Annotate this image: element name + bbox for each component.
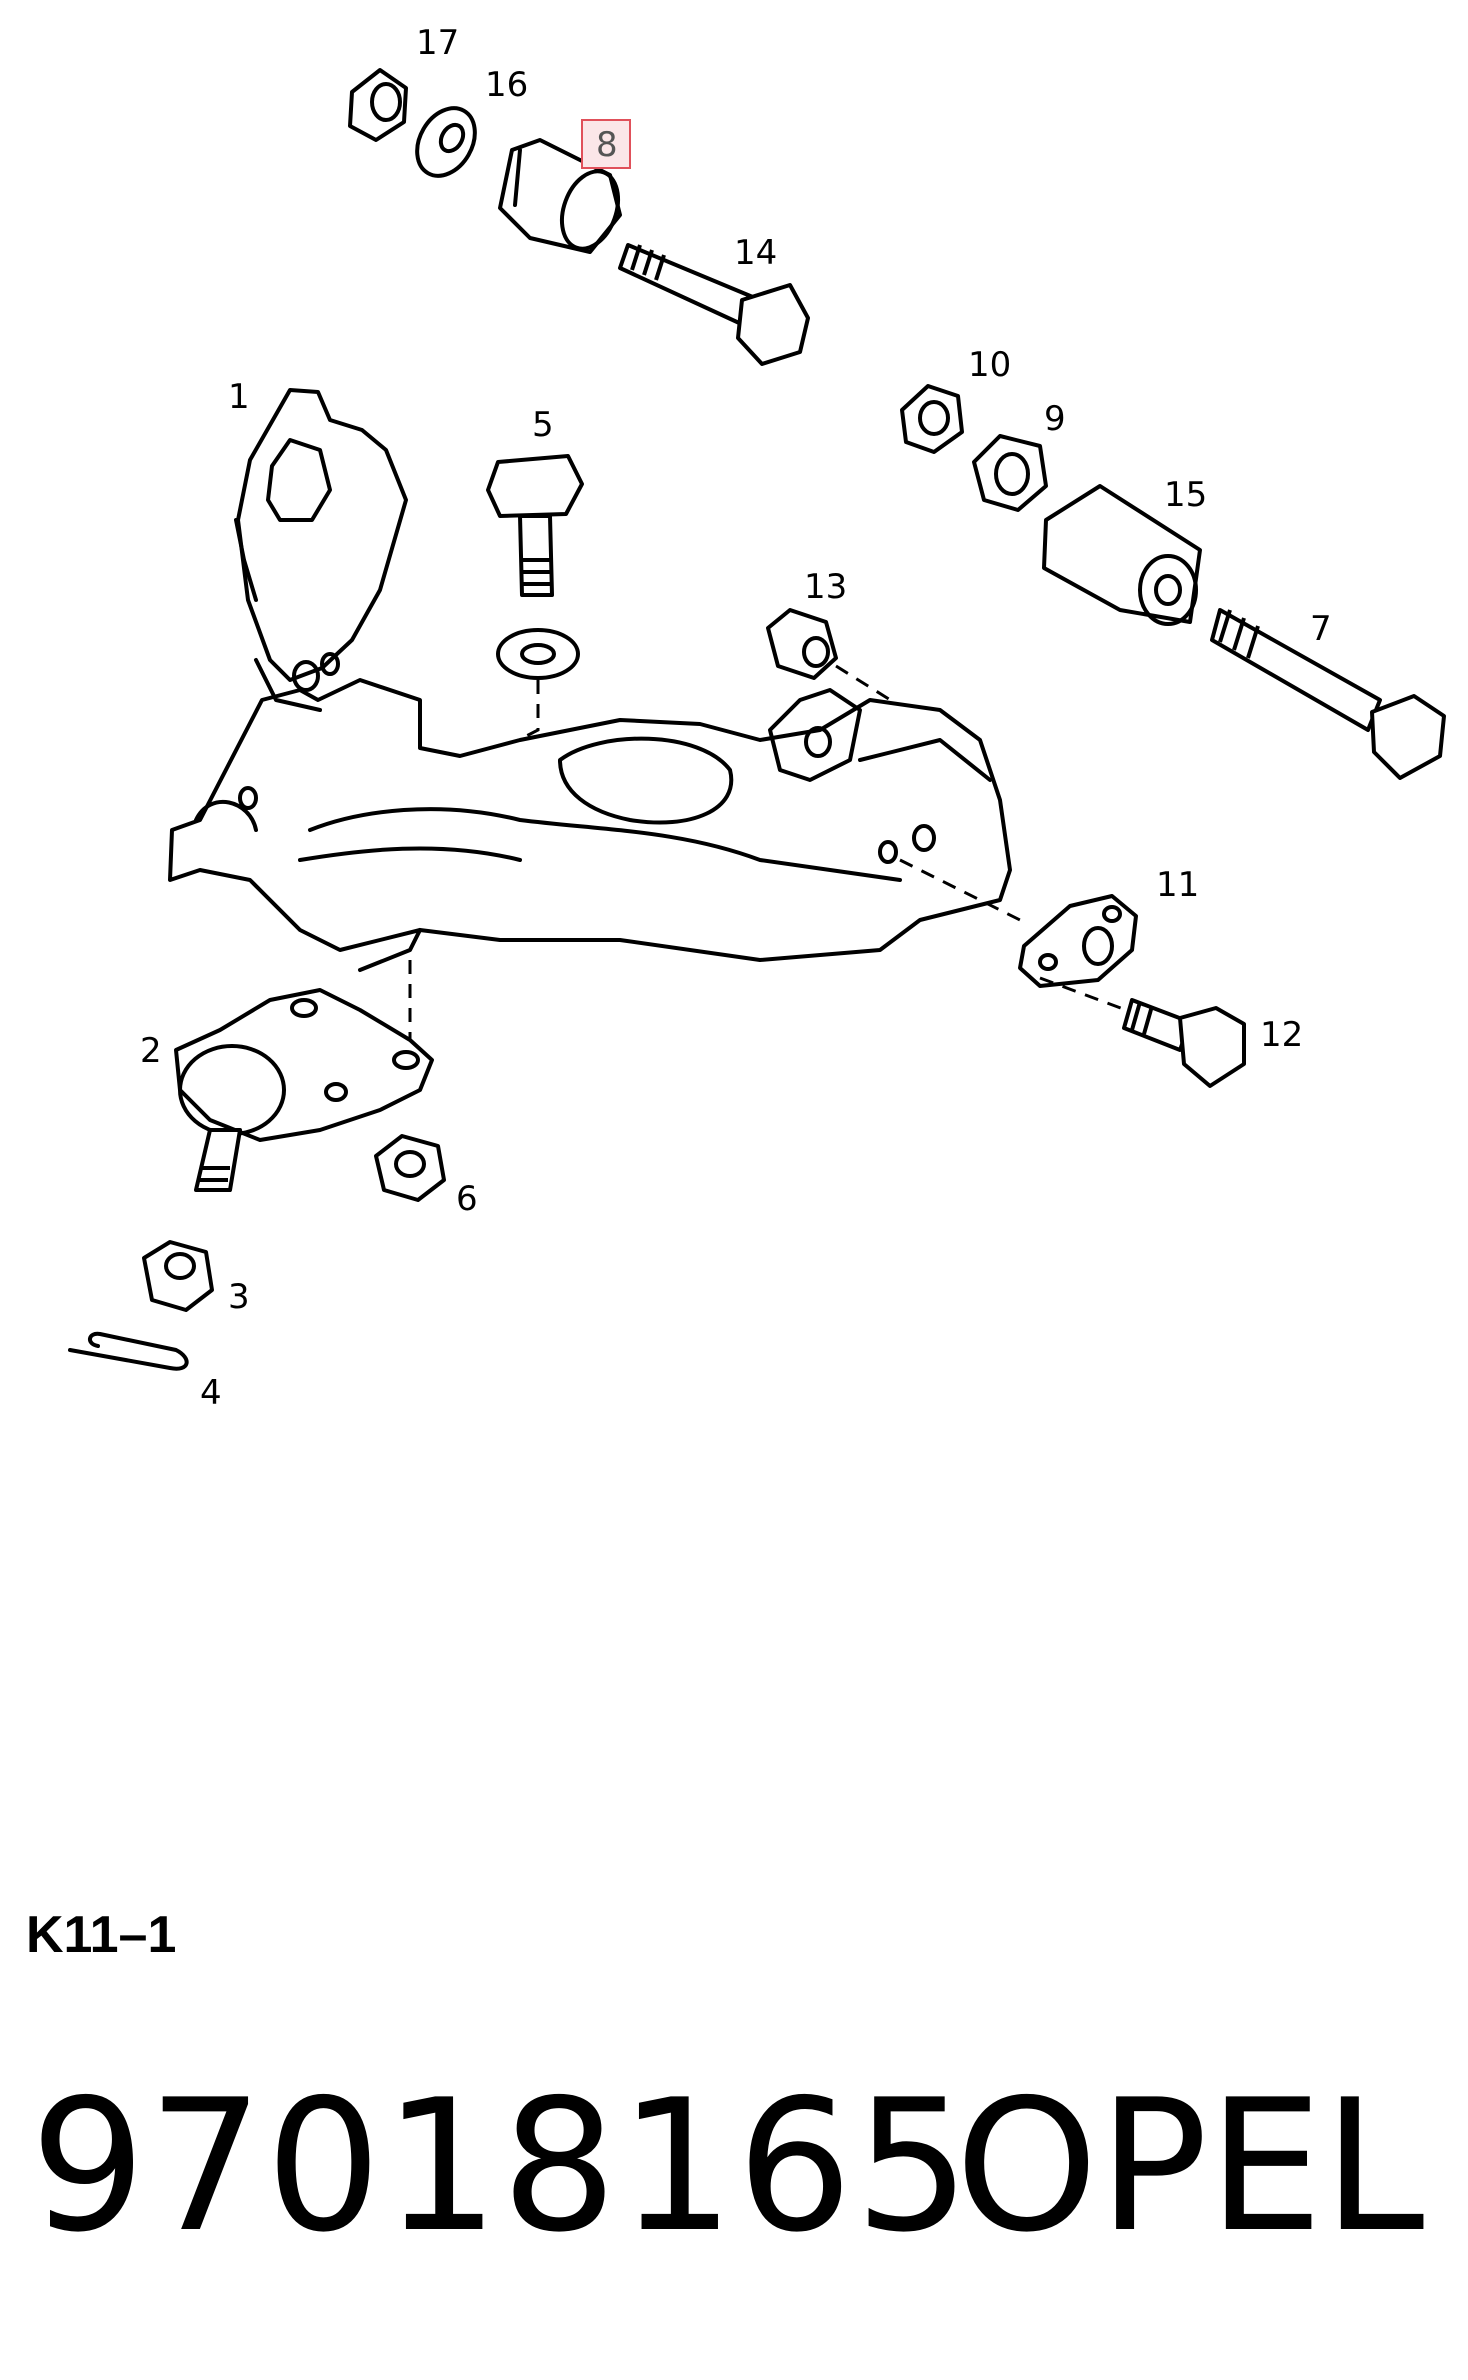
callout-6: 6: [456, 1179, 478, 1219]
nut-13: [766, 608, 838, 680]
callout-4: 4: [200, 1373, 222, 1413]
washer-5: [496, 628, 580, 680]
washer-16: [415, 106, 477, 178]
callout-11: 11: [1156, 865, 1199, 905]
nut-9: [972, 434, 1048, 512]
bolt-12: [1122, 998, 1246, 1088]
callout-10: 10: [968, 345, 1011, 385]
exploded-parts-diagram: 17 16 8 14 10 9 15 7 1 5 13 11 12 2 6 3 …: [68, 23, 1446, 1413]
callout-17: 17: [416, 23, 459, 63]
nut-6: [374, 1134, 446, 1202]
nut-10: [900, 384, 964, 454]
callout-13: 13: [804, 567, 847, 607]
bolt-5: [486, 454, 584, 597]
brand-name: OPEL: [955, 2060, 1425, 2272]
control-arm-1: [168, 388, 1012, 972]
callout-8: 8: [596, 125, 618, 165]
callout-3: 3: [228, 1277, 250, 1317]
nut-17: [348, 68, 408, 142]
bushing-15: [1042, 484, 1202, 626]
cotter-pin-4: [68, 1331, 189, 1371]
diagram-code: K11–1: [26, 1906, 177, 1964]
castle-nut-3: [142, 1240, 214, 1312]
bolt-7: [1210, 608, 1446, 780]
callout-1: 1: [228, 377, 250, 417]
callout-5: 5: [532, 405, 554, 445]
callout-15: 15: [1164, 475, 1207, 515]
callout-9: 9: [1044, 399, 1066, 439]
ball-joint-2: [174, 988, 434, 1192]
bolt-14: [618, 243, 810, 366]
part-number: 97018165: [30, 2060, 973, 2272]
callout-14: 14: [734, 233, 777, 273]
callout-12: 12: [1260, 1015, 1303, 1055]
bracket-11: [1018, 894, 1138, 988]
callout-7: 7: [1310, 609, 1332, 649]
callout-16: 16: [485, 65, 528, 105]
callout-2: 2: [140, 1031, 162, 1071]
highlight-box-8: [581, 119, 631, 169]
